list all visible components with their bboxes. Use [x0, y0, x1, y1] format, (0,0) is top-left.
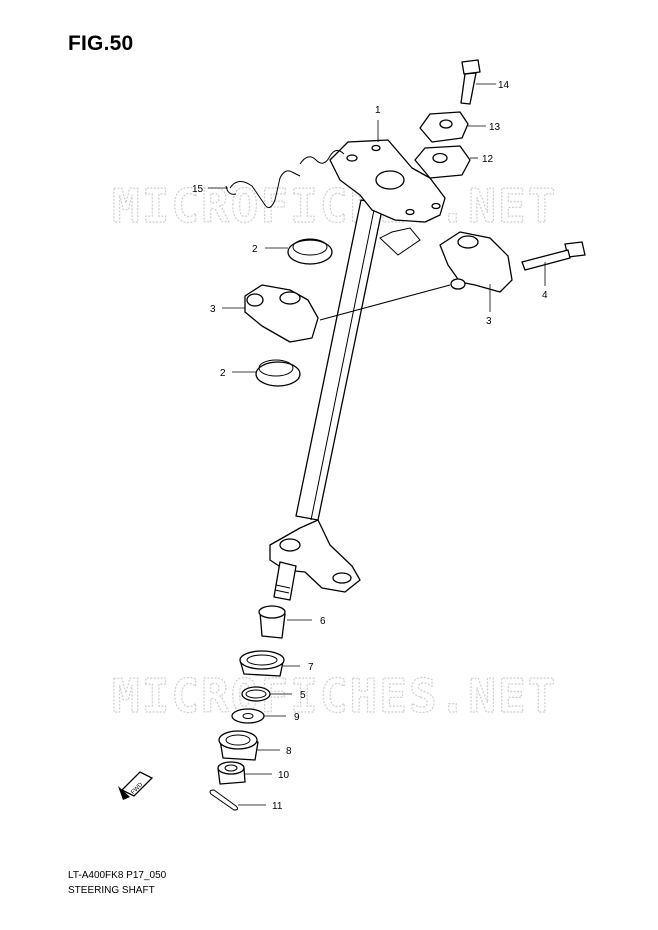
- callout-15: 15: [192, 184, 204, 195]
- nut-10-part: [217, 761, 246, 785]
- watermark-bottom: MICROFICHES.NET: [112, 669, 557, 723]
- callout-12: 12: [482, 154, 494, 165]
- callout-9: 9: [294, 712, 300, 723]
- cotter-pin-11-part: [209, 789, 239, 811]
- washer-9-part: [231, 708, 265, 724]
- footer-figure-name: STEERING SHAFT: [68, 885, 155, 896]
- callout-2-lower: 2: [220, 368, 226, 379]
- collar-6-part: [258, 605, 286, 639]
- bolt-4-part: [521, 241, 586, 271]
- steering-shaft-part: [269, 199, 384, 601]
- callout-13: 13: [489, 122, 501, 133]
- callout-14: 14: [498, 80, 510, 91]
- watermark-top: MICROFICHES.NET: [112, 179, 557, 233]
- callout-2-upper: 2: [252, 244, 258, 255]
- fwd-arrow-icon: FWD: [118, 771, 154, 800]
- callout-8: 8: [286, 746, 292, 757]
- clamp-left-part: [244, 284, 319, 343]
- clamp-right-part: [439, 231, 513, 293]
- callout-4: 4: [542, 290, 548, 301]
- callout-3-left: 3: [210, 304, 216, 315]
- callout-1: 1: [375, 105, 381, 116]
- callout-3-right: 3: [486, 316, 492, 327]
- bearing-8-part: [218, 730, 259, 761]
- seal-7-part: [239, 650, 285, 677]
- handlebar-holder-parts: [414, 111, 471, 179]
- top-plate-part: [225, 139, 446, 256]
- callout-6: 6: [320, 616, 326, 627]
- footer-model-code: LT-A400FK8 P17_050: [68, 870, 167, 881]
- figure-title: FIG.50: [68, 32, 134, 55]
- bushing-lower-part: [255, 359, 301, 387]
- bushing-upper-part: [287, 238, 333, 265]
- callout-11: 11: [272, 801, 283, 812]
- leader-lines: [208, 83, 546, 806]
- callout-5: 5: [300, 690, 306, 701]
- callout-7: 7: [308, 662, 314, 673]
- callout-10: 10: [278, 770, 290, 781]
- oring-5-part: [241, 686, 271, 702]
- bolt-14-part: [460, 59, 481, 105]
